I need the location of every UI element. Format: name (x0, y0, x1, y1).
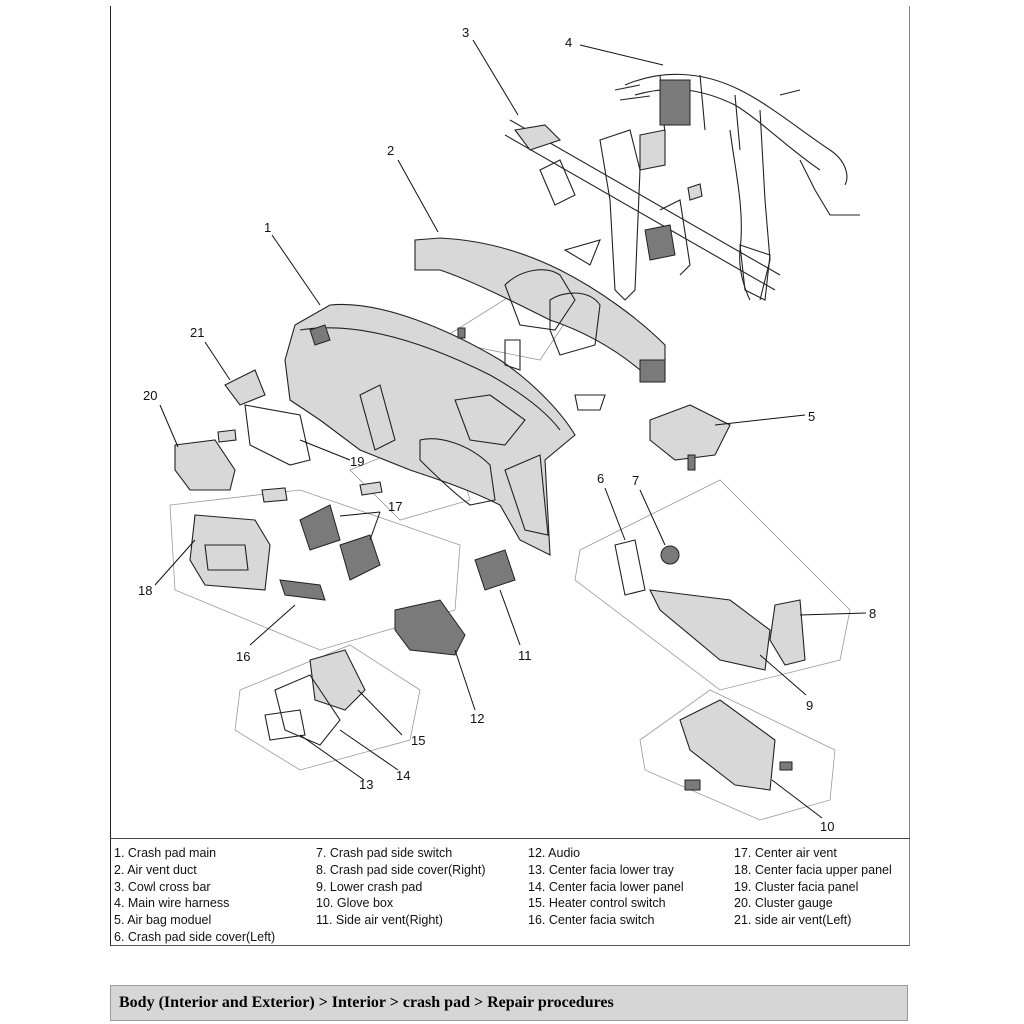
legend-item: 8. Crash pad side cover(Right) (316, 862, 486, 877)
callout-21: 21 (190, 325, 204, 340)
legend-item: 18. Center facia upper panel (734, 862, 892, 877)
breadcrumb-text: Body (Interior and Exterior) > Interior … (119, 994, 614, 1011)
legend-item: 9. Lower crash pad (316, 879, 423, 894)
callout-14: 14 (396, 768, 410, 783)
callout-5: 5 (808, 409, 815, 424)
callout-4: 4 (565, 35, 572, 50)
left-parts (174, 369, 311, 491)
glove-box-shape (679, 699, 776, 791)
exploded-diagram: 3 4 2 1 21 20 19 17 18 16 11 12 15 14 13… (138, 25, 876, 834)
callout-1: 1 (264, 220, 271, 235)
legend-item: 2. Air vent duct (114, 862, 197, 877)
cowl-cross-bar (504, 119, 781, 301)
fasteners (457, 327, 793, 791)
cluster-facia-panel-shape (244, 404, 311, 466)
center-facia-lower-panel-shape (274, 674, 341, 746)
legend-item: 1. Crash pad main (114, 846, 217, 860)
callout-17: 17 (388, 499, 402, 514)
breadcrumb: Body (Interior and Exterior) > Interior … (110, 985, 908, 1021)
legend-item: 3. Cowl cross bar (114, 879, 211, 894)
crash-pad-side-switch-shape (660, 545, 680, 565)
callout-7: 7 (632, 473, 639, 488)
legend-item: 16. Center facia switch (528, 913, 655, 928)
heater-control-switch-shape (309, 649, 366, 711)
legend-item: 17. Center air vent (734, 846, 837, 860)
callout-8: 8 (869, 606, 876, 621)
callout-labels: 3 4 2 1 21 20 19 17 18 16 11 12 15 14 13… (138, 25, 876, 834)
side-air-vent-right-shape (474, 549, 516, 591)
center-facia-switch-shape (279, 579, 326, 601)
legend-item: 14. Center facia lower panel (528, 879, 684, 894)
callout-6: 6 (597, 471, 604, 486)
legend-item: 11. Side air vent(Right) (316, 913, 443, 928)
side-air-vent-left-shape (224, 369, 266, 406)
center-facia-upper-panel-shape (189, 514, 271, 591)
callout-2: 2 (387, 143, 394, 158)
callout-9: 9 (806, 698, 813, 713)
parts-legend: 1. Crash pad main 2. Air vent duct 3. Co… (110, 838, 910, 946)
center-air-vent-shape-1 (299, 504, 341, 551)
crash-pad-side-cover-right-shape (769, 599, 806, 666)
legend-item: 10. Glove box (316, 896, 394, 911)
legend-item: 12. Audio (528, 846, 581, 860)
wire-harness (614, 73, 860, 301)
callout-13: 13 (359, 777, 373, 792)
legend-item: 7. Crash pad side switch (316, 846, 453, 860)
diagram-frame (110, 6, 910, 946)
audio-shape (394, 599, 466, 656)
legend-column-1: 1. Crash pad main 2. Air vent duct 3. Co… (114, 845, 275, 946)
callout-18: 18 (138, 583, 152, 598)
lower-crash-pad-shape (649, 589, 771, 671)
center-parts (189, 481, 383, 601)
legend-item: 5. Air bag moduel (114, 913, 212, 928)
legend-item: 20. Cluster gauge (734, 896, 833, 911)
legend-item: 6. Crash pad side cover(Left) (114, 929, 276, 944)
legend-item: 19. Cluster facia panel (734, 879, 859, 894)
callout-11: 11 (518, 648, 532, 663)
air-bag-module-shape (649, 404, 731, 461)
callout-16: 16 (236, 649, 250, 664)
right-parts (614, 404, 806, 791)
callout-3: 3 (462, 25, 469, 40)
legend-column-4: 17. Center air vent 18. Center facia upp… (734, 845, 892, 929)
cluster-gauge-shape (174, 439, 236, 491)
center-air-vent-shape-2 (339, 534, 381, 581)
callout-10: 10 (820, 819, 834, 834)
callout-19: 19 (350, 454, 364, 469)
callout-12: 12 (470, 711, 484, 726)
legend-column-3: 12. Audio 13. Center facia lower tray 14… (528, 845, 684, 929)
leader-lines (154, 39, 867, 819)
air-vent-duct (414, 237, 666, 383)
legend-item: 21. side air vent(Left) (734, 913, 852, 928)
callout-20: 20 (143, 388, 157, 403)
lower-center-parts (264, 649, 366, 746)
legend-item: 13. Center facia lower tray (528, 862, 674, 877)
callout-15: 15 (411, 733, 425, 748)
crash-pad-side-cover-left-shape (614, 539, 646, 596)
right-center-parts (394, 549, 516, 656)
legend-item: 4. Main wire harness (114, 896, 230, 911)
legend-column-2: 7. Crash pad side switch 8. Crash pad si… (316, 845, 486, 929)
legend-item: 15. Heater control switch (528, 896, 666, 911)
crash-pad-main (284, 303, 576, 556)
center-facia-lower-tray-shape (264, 709, 306, 741)
